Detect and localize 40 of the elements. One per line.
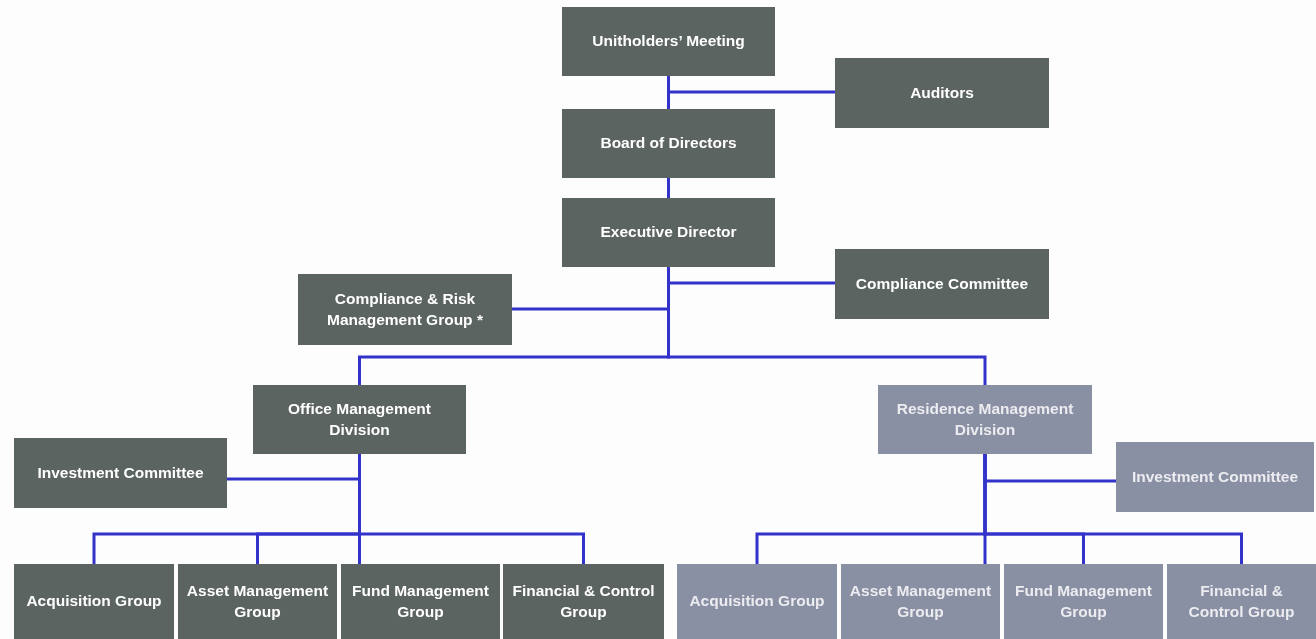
unit-name: Financial & Control Group	[1187, 581, 1296, 622]
unit-name: Unitholders’ Meeting	[592, 31, 745, 52]
unit-name: Investment Committee	[37, 462, 204, 483]
org-unit-box	[1116, 442, 1314, 512]
unit-name: Fund Management Group	[351, 581, 490, 622]
org-unit-box	[878, 385, 1092, 454]
unit-name: Fund Management Group	[1014, 581, 1153, 622]
org-unit-box	[562, 109, 775, 178]
unit-name: Compliance & Risk Management Group *	[326, 289, 484, 330]
unit-name: Acquisition Group	[26, 591, 162, 612]
org-unit-box	[341, 564, 500, 639]
unit-name: Compliance Committee	[855, 273, 1029, 294]
unit-name: Investment Committee	[1131, 466, 1299, 487]
unit-name: Board of Directors	[600, 133, 737, 154]
org-unit-box	[503, 564, 664, 639]
unit-name: Financial & Control Group	[511, 581, 656, 622]
org-unit-box	[1167, 564, 1316, 639]
org-unit-box	[562, 7, 775, 76]
unit-name: Acquisition Group	[689, 591, 825, 612]
org-unit-box	[14, 438, 227, 508]
org-unit-box	[835, 249, 1049, 319]
unit-name: Asset Management Group	[848, 581, 993, 622]
org-unit-box	[562, 198, 775, 267]
org-unit-box	[178, 564, 337, 639]
org-unit-box	[14, 564, 174, 639]
org-unit-box	[677, 564, 837, 639]
unit-name: Executive Director	[600, 222, 737, 243]
unit-name: Office Management Division	[287, 399, 432, 440]
org-unit-box	[298, 274, 512, 345]
org-unit-box	[835, 58, 1049, 128]
org-unit-box	[253, 385, 466, 454]
unit-name: Residence Management Division	[895, 399, 1075, 440]
connector-line	[667, 76, 670, 109]
connector-line	[667, 178, 670, 198]
org-unit-box	[1004, 564, 1163, 639]
connector-line	[983, 454, 1243, 564]
unit-name: Auditors	[910, 82, 974, 103]
org-unit-box	[841, 564, 1000, 639]
connector-line	[358, 454, 585, 564]
unit-name: Asset Management Group	[185, 581, 330, 622]
